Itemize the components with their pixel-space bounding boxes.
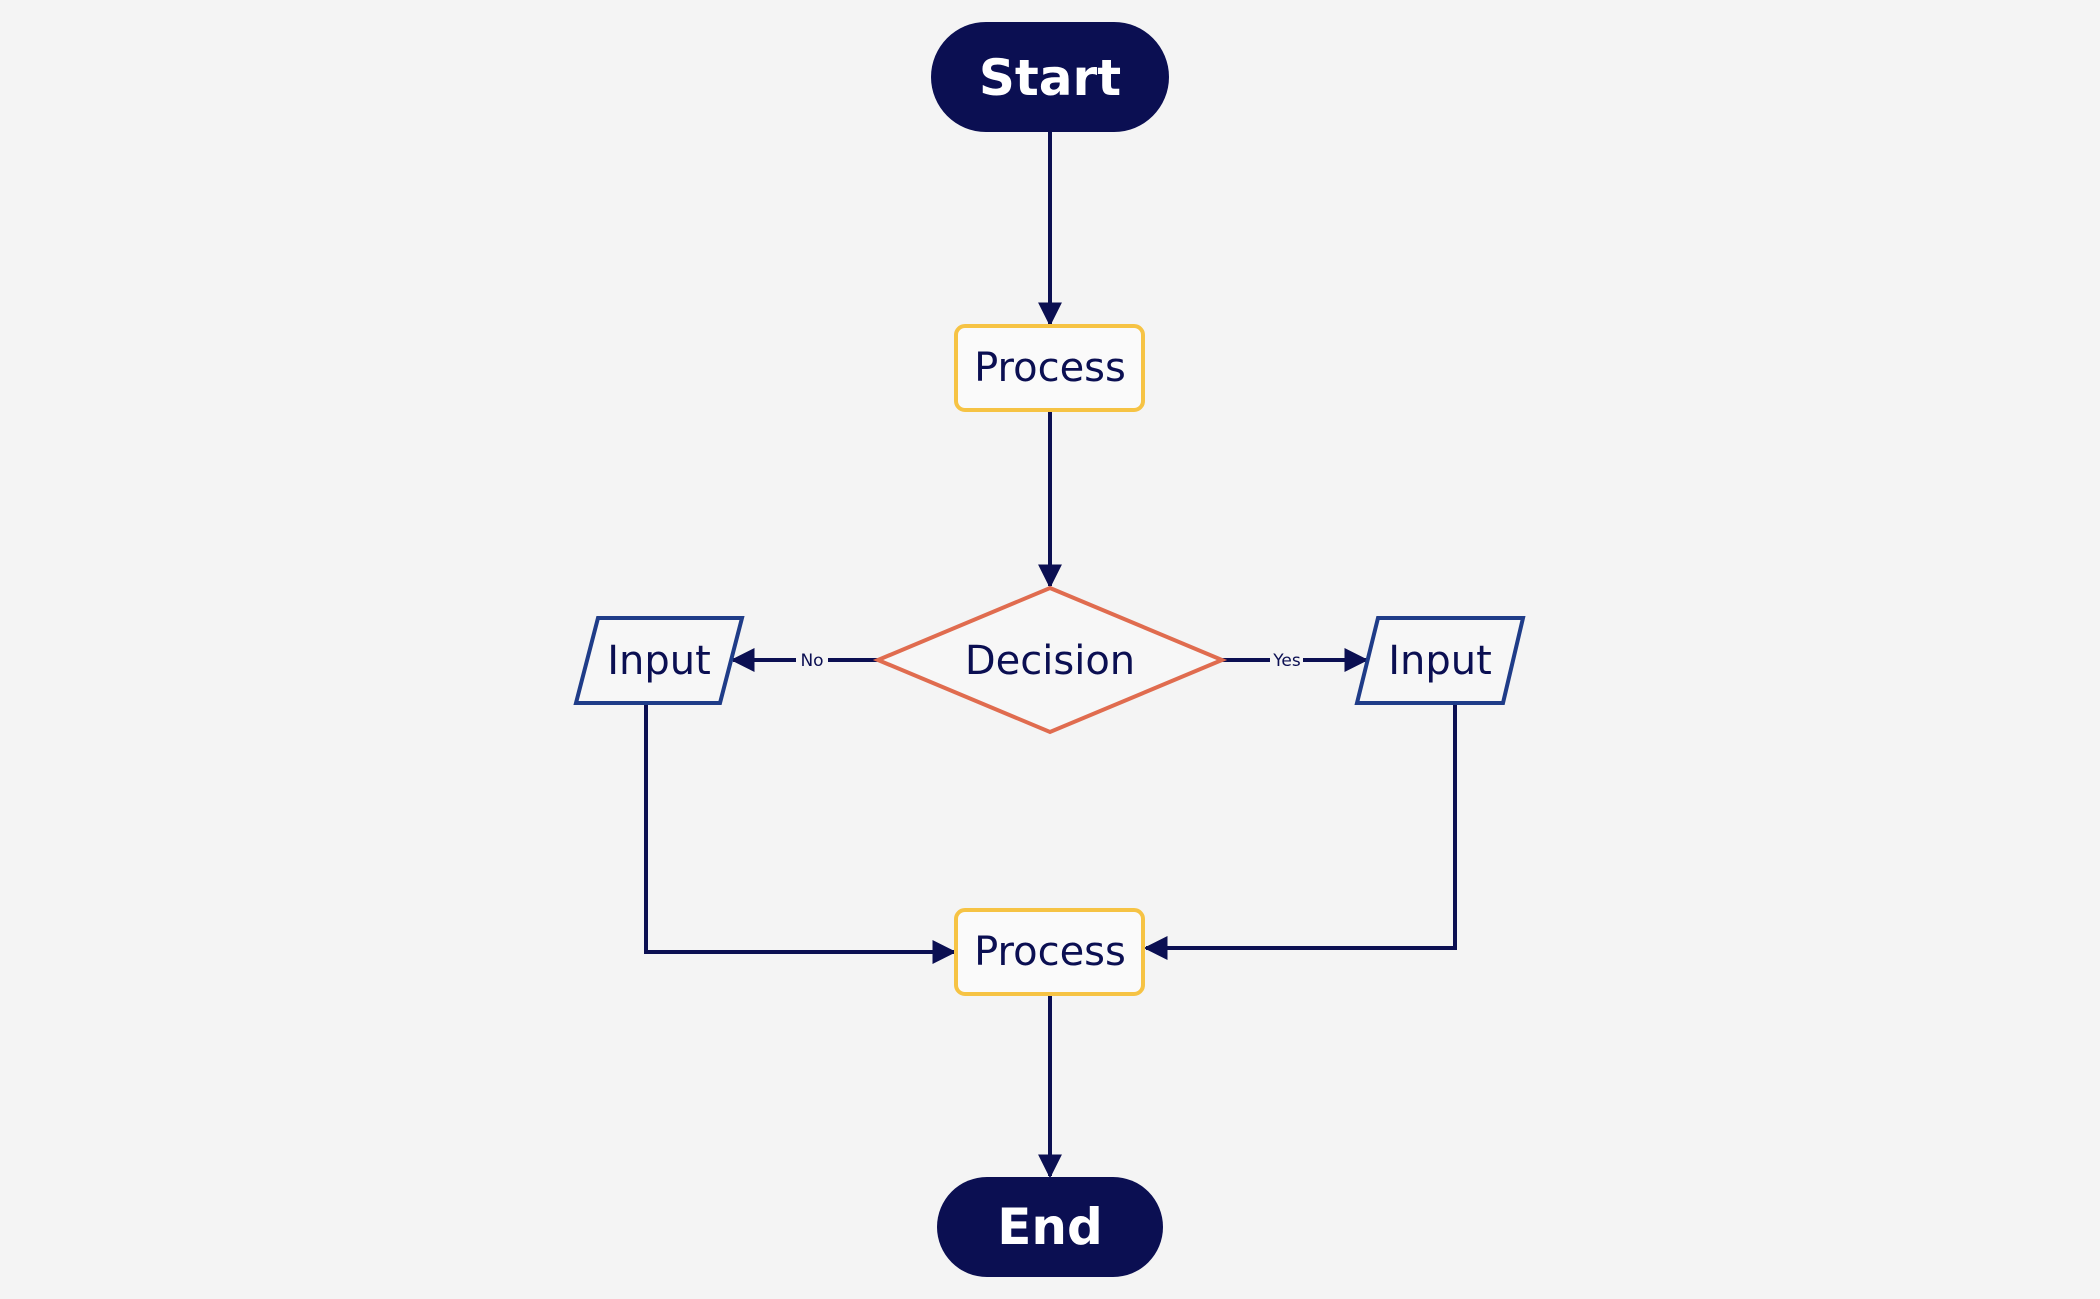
start-shape <box>931 22 1169 132</box>
end-label: End <box>997 1198 1103 1256</box>
start-node: Start <box>931 22 1169 132</box>
process-label-bottom: Process <box>974 929 1126 975</box>
process-shape-bottom <box>954 908 1145 996</box>
process-label-top: Process <box>974 345 1126 391</box>
edges <box>644 132 1457 1179</box>
edge-input-left-to-process <box>644 703 957 964</box>
input-node-left: Input <box>573 616 745 705</box>
decision-node: Decision <box>872 585 1228 735</box>
decision-label: Decision <box>965 638 1135 684</box>
start-label: Start <box>979 49 1121 107</box>
input-shape-left <box>573 616 745 705</box>
edge-label-yes: Yes <box>1272 651 1301 671</box>
edge-input-right-to-process <box>1143 703 1457 960</box>
input-label-left: Input <box>607 638 711 684</box>
decision-shape <box>872 585 1228 735</box>
end-node: End <box>937 1177 1163 1277</box>
input-shape-right <box>1354 616 1526 705</box>
process-node-top: Process <box>954 324 1145 412</box>
end-shape <box>937 1177 1163 1277</box>
input-node-right: Input <box>1354 616 1526 705</box>
input-label-right: Input <box>1388 638 1492 684</box>
process-node-bottom: Process <box>954 908 1145 996</box>
edge-label-no: No <box>800 651 823 671</box>
process-shape-top <box>954 324 1145 412</box>
